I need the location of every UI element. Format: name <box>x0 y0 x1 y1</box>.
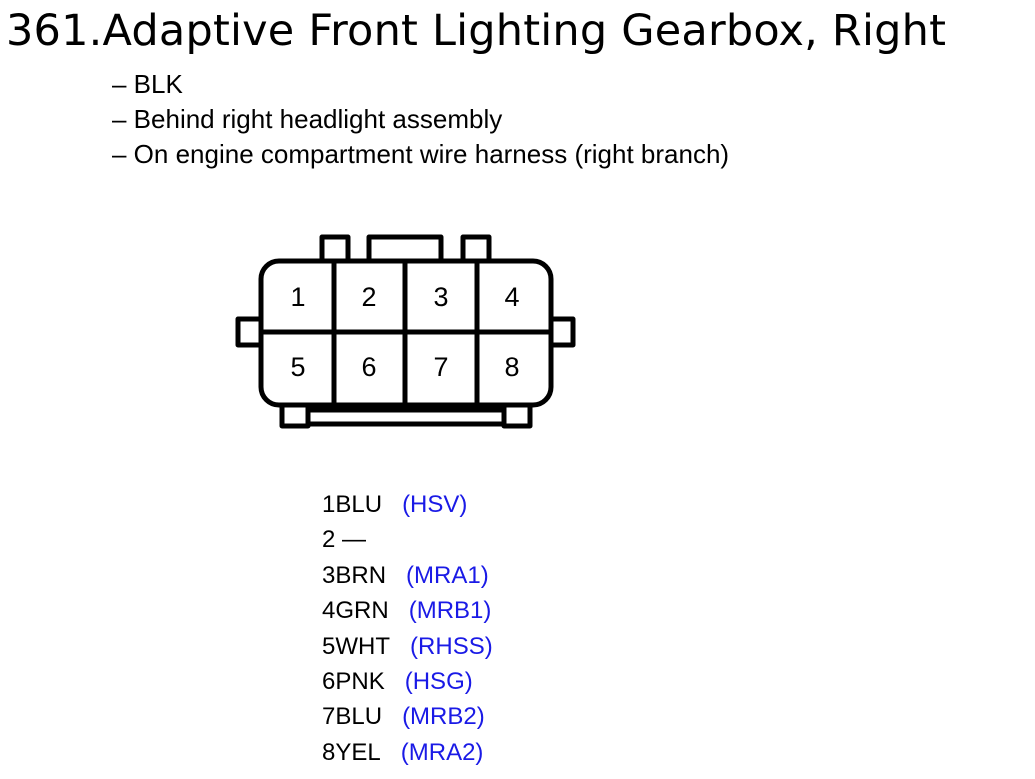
pinout-row: 7BLU (MRB2) <box>322 699 493 734</box>
pinout-row: 6PNK (HSG) <box>322 664 493 699</box>
wire-color: — <box>335 526 367 554</box>
pin-function: (MRA1) <box>406 561 489 589</box>
pin-label-1: 1 <box>290 282 305 312</box>
pin-label-8: 8 <box>504 352 519 382</box>
pin-label-5: 5 <box>290 352 305 382</box>
pin-number: 8 <box>322 738 336 766</box>
wire-color: GRN <box>335 597 389 625</box>
wire-color: BLU <box>335 703 383 731</box>
pin-number: 3 <box>322 561 336 589</box>
bottom-rail <box>305 407 507 427</box>
connector-diagram: 1 2 3 4 5 6 7 8 <box>234 232 579 432</box>
wire-color: YEL <box>335 738 381 766</box>
pin-function: (MRA2) <box>400 738 484 766</box>
pin-function: (MRB1) <box>408 597 492 625</box>
wire-color: PNK <box>335 668 385 696</box>
pinout-row: 5WHT (RHSS) <box>322 629 493 664</box>
pinout-list: 1BLU (HSV) 2 — 3BRN (MRA1) 4GRN (MRB1) 5… <box>322 487 493 770</box>
pin-number: 2 <box>322 526 336 554</box>
pin-number: 4 <box>322 597 336 625</box>
pin-number: 7 <box>322 703 336 731</box>
pin-label-2: 2 <box>361 282 376 312</box>
connector-face-drawing: 1 2 3 4 5 6 7 8 <box>235 234 576 429</box>
pinout-row: 3BRN (MRA1) <box>322 558 493 593</box>
pin-number: 5 <box>322 632 336 660</box>
pinout-row: 1BLU (HSV) <box>322 487 493 522</box>
pinout-row: 4GRN (MRB1) <box>322 593 493 628</box>
pin-label-7: 7 <box>433 352 448 382</box>
pin-label-4: 4 <box>504 282 519 312</box>
pinout-row: 8YEL (MRA2) <box>322 735 493 770</box>
pin-label-3: 3 <box>433 282 448 312</box>
wire-color: WHT <box>335 632 391 660</box>
pin-function: (RHSS) <box>410 632 493 660</box>
wire-color: BLU <box>335 491 383 518</box>
pin-function: (HSV) <box>402 491 468 518</box>
connector-harness: – On engine compartment wire harness (ri… <box>112 139 730 169</box>
connector-location: – Behind right headlight assembly <box>112 104 503 134</box>
pin-function: (HSG) <box>404 668 473 696</box>
pin-number: 6 <box>322 668 336 696</box>
connector-color: – BLK <box>112 69 183 99</box>
pin-label-6: 6 <box>361 352 376 382</box>
pin-number: 1 <box>322 491 336 518</box>
pinout-row: 2 — <box>322 522 493 557</box>
wire-color: BRN <box>335 561 387 589</box>
page-title: 361.Adaptive Front Lighting Gearbox, Rig… <box>6 6 947 56</box>
pin-function: (MRB2) <box>402 703 485 731</box>
connector-details-list: – BLK – Behind right headlight assembly … <box>112 67 729 172</box>
